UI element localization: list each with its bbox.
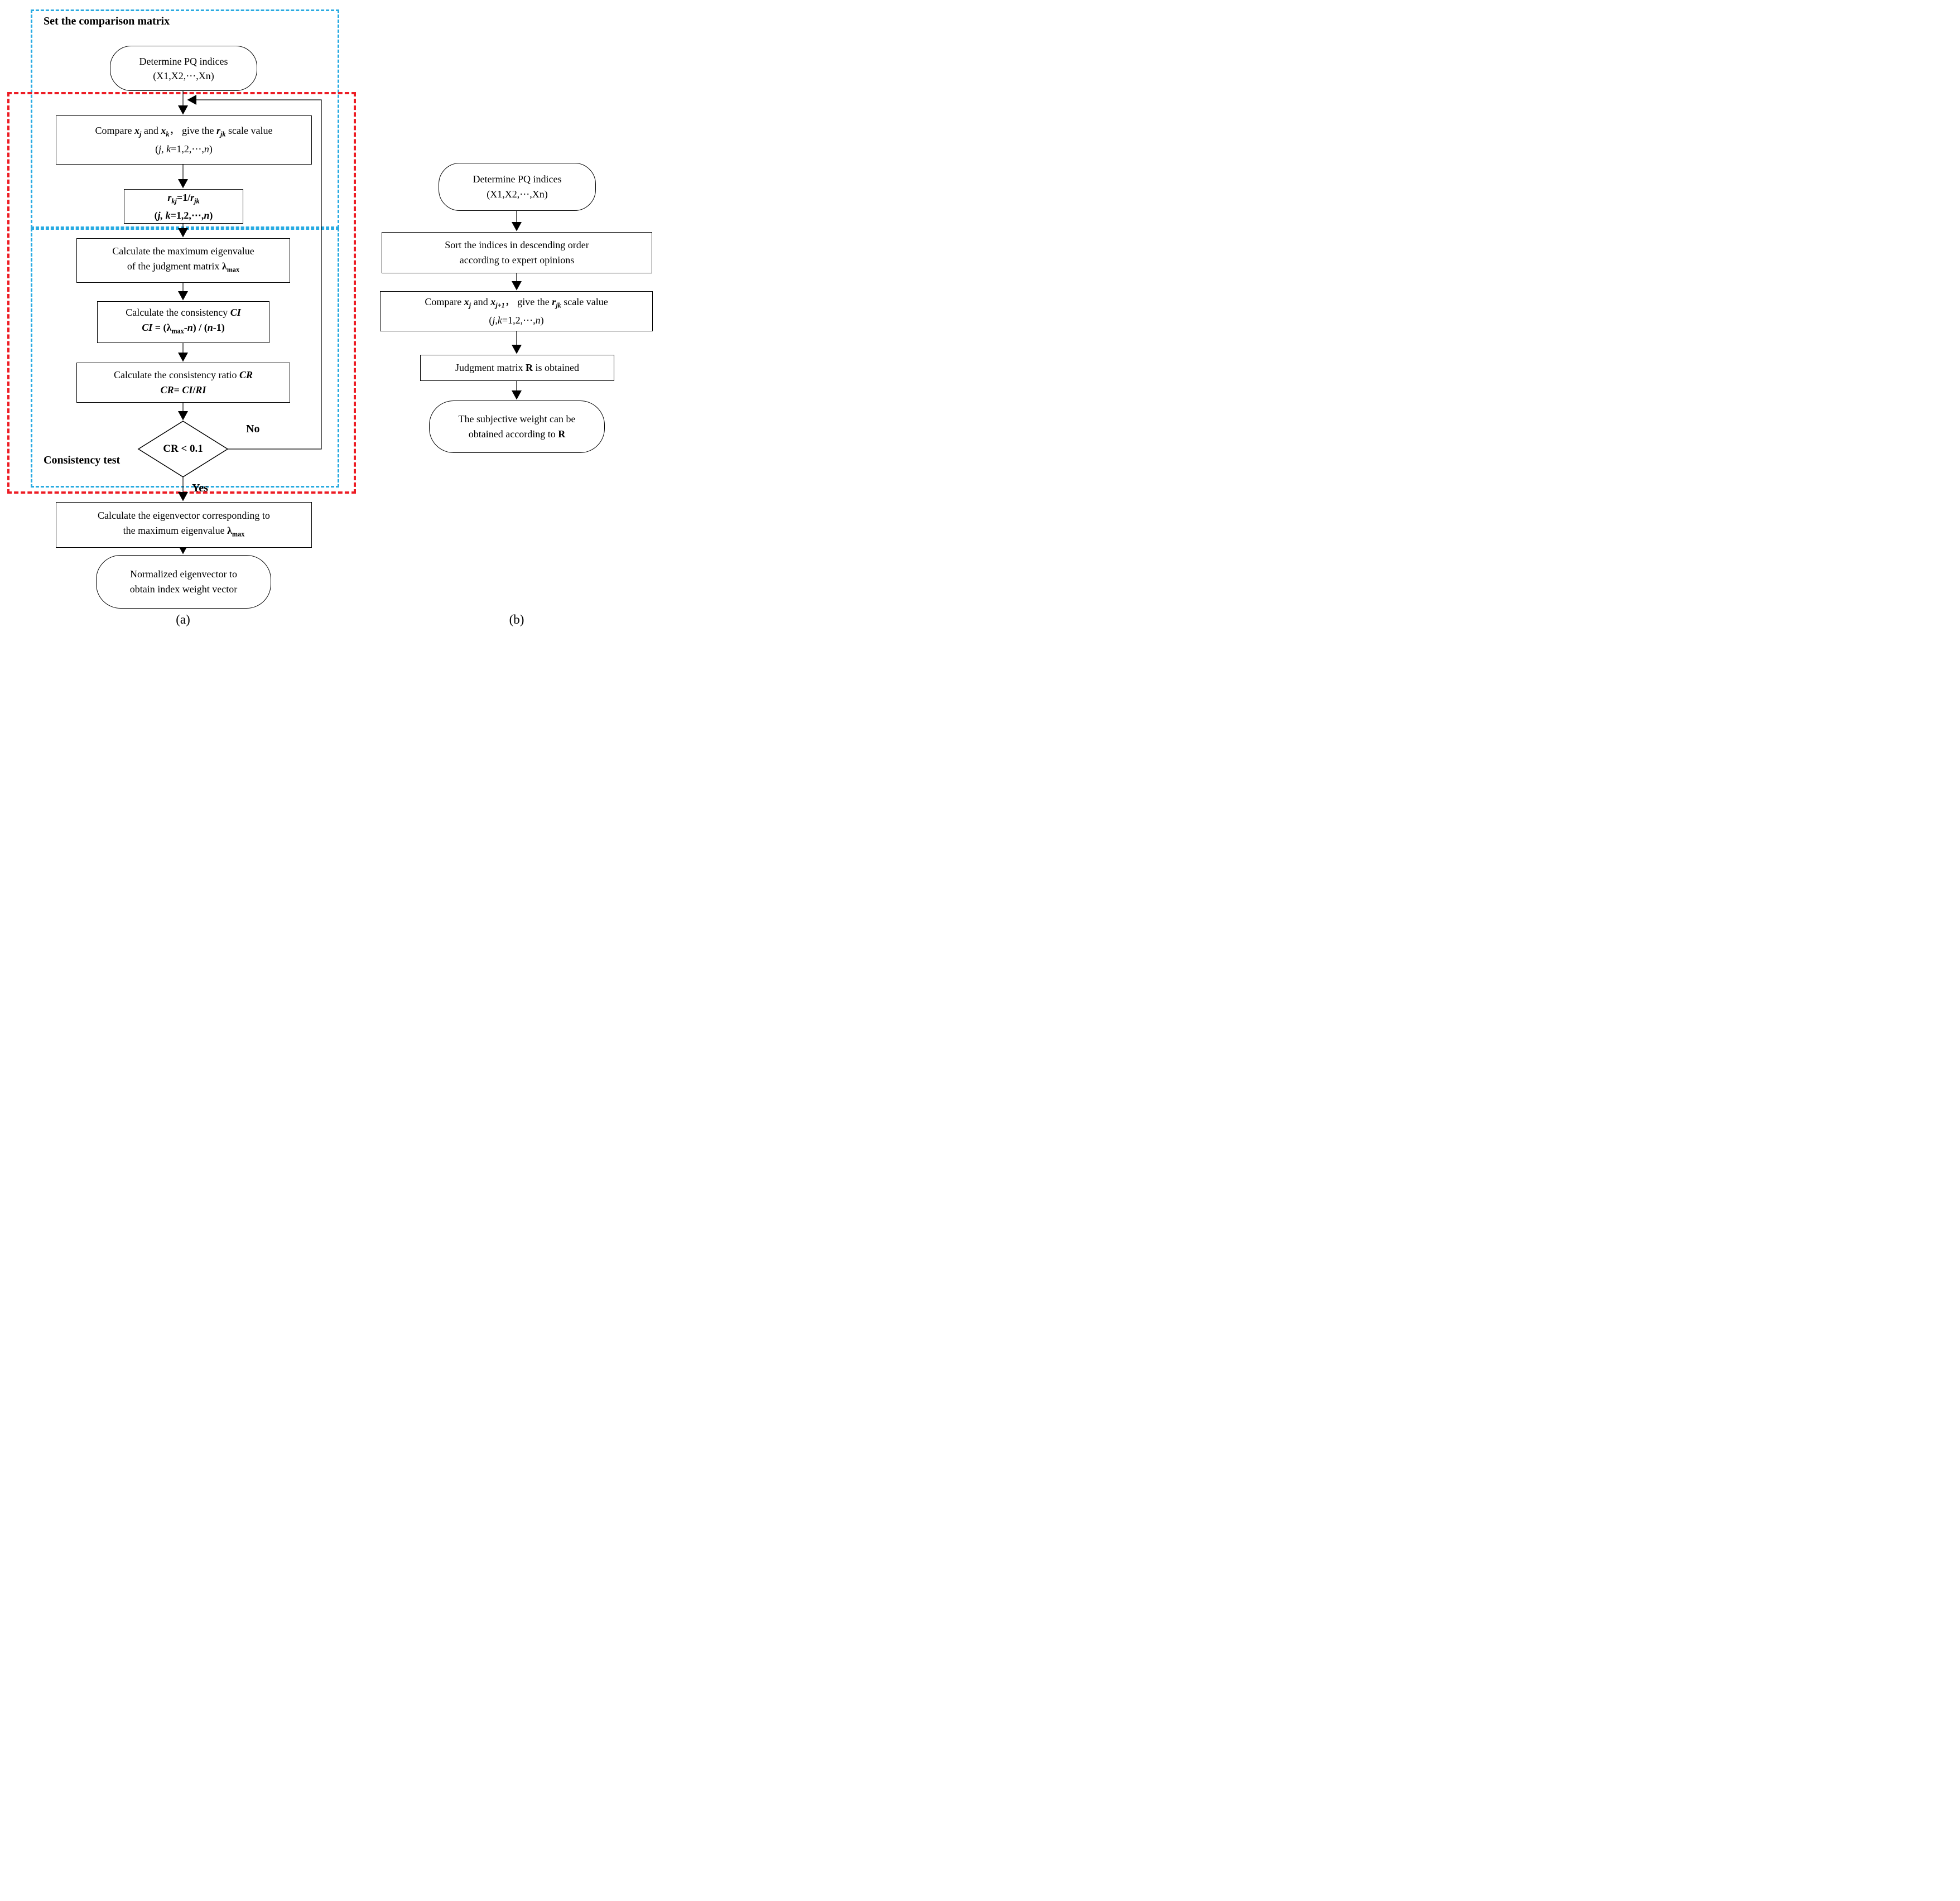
node-line: Normalized eigenvector to	[130, 568, 237, 580]
node-line: rkj=1/rjk	[167, 191, 200, 205]
node-line: Judgment matrix R is obtained	[455, 362, 579, 373]
node-determine-pq-b: Determine PQ indices (X1,X2,⋯,Xn)	[439, 163, 596, 211]
node-line: according to expert opinions	[459, 254, 575, 266]
node-line: Determine PQ indices	[139, 55, 228, 67]
node-line: CR= CI/RI	[160, 384, 206, 395]
caption-a: (a)	[176, 612, 190, 626]
node-line: CI = (λmax-n) / (n-1)	[142, 322, 225, 335]
node-line: Calculate the eigenvector corresponding …	[98, 509, 270, 521]
node-consistency-cr: Calculate the consistency ratio CR CR= C…	[76, 363, 290, 403]
region-label-set-matrix: Set the comparison matrix	[44, 15, 170, 27]
node-line: Sort the indices in descending order	[445, 239, 589, 250]
node-line: Compare xj and xj+1， give the rjk scale …	[425, 296, 608, 310]
node-line: (j,k=1,2,⋯,n)	[489, 315, 544, 326]
node-line: The subjective weight can be	[458, 413, 576, 424]
caption-b: (b)	[509, 612, 524, 626]
node-decision-cr: CR < 0.1	[163, 443, 203, 455]
flowchart-figure: Set the comparison matrix Consistency te…	[0, 0, 653, 634]
node-line: the maximum eigenvalue λmax	[123, 524, 245, 538]
node-sort-indices: Sort the indices in descending order acc…	[382, 232, 652, 273]
node-normalized-eigenvector: Normalized eigenvector to obtain index w…	[96, 555, 271, 609]
node-line: Calculate the maximum eigenvalue	[112, 245, 254, 257]
node-compare-a: Compare xj and xk， give the rjk scale va…	[56, 115, 312, 165]
node-line: (X1,X2,⋯,Xn)	[153, 70, 214, 81]
blue-dashed-region-top	[31, 9, 339, 228]
node-subjective-weight: The subjective weight can be obtained ac…	[429, 401, 605, 453]
node-line: Determine PQ indices	[473, 173, 562, 185]
node-consistency-ci: Calculate the consistency CI CI = (λmax-…	[97, 301, 269, 343]
node-line: (X1,X2,⋯,Xn)	[487, 189, 548, 200]
node-reciprocal: rkj=1/rjk (j, k=1,2,⋯,n)	[124, 189, 243, 224]
region-label-consistency-test: Consistency test	[44, 454, 121, 466]
node-line: obtain index weight vector	[129, 583, 238, 595]
node-compare-b: Compare xj and xj+1， give the rjk scale …	[380, 291, 653, 331]
node-determine-pq-a: Determine PQ indices (X1,X2,⋯,Xn)	[110, 46, 257, 91]
node-line: obtained according to R	[468, 428, 566, 440]
node-line: Compare xj and xk， give the rjk scale va…	[95, 124, 273, 138]
node-max-eigenvalue: Calculate the maximum eigenvalue of the …	[76, 238, 290, 283]
node-line: of the judgment matrix λmax	[127, 260, 240, 274]
branch-label-no: No	[246, 423, 260, 435]
node-line: (j, k=1,2,⋯,n)	[155, 143, 213, 155]
node-line: (j, k=1,2,⋯,n)	[154, 210, 213, 221]
node-line: Calculate the consistency CI	[126, 307, 241, 319]
node-judgment-matrix: Judgment matrix R is obtained	[420, 355, 614, 381]
node-line: Calculate the consistency ratio CR	[114, 369, 253, 380]
branch-label-yes: Yes	[192, 482, 208, 494]
node-eigenvector: Calculate the eigenvector corresponding …	[56, 502, 312, 548]
